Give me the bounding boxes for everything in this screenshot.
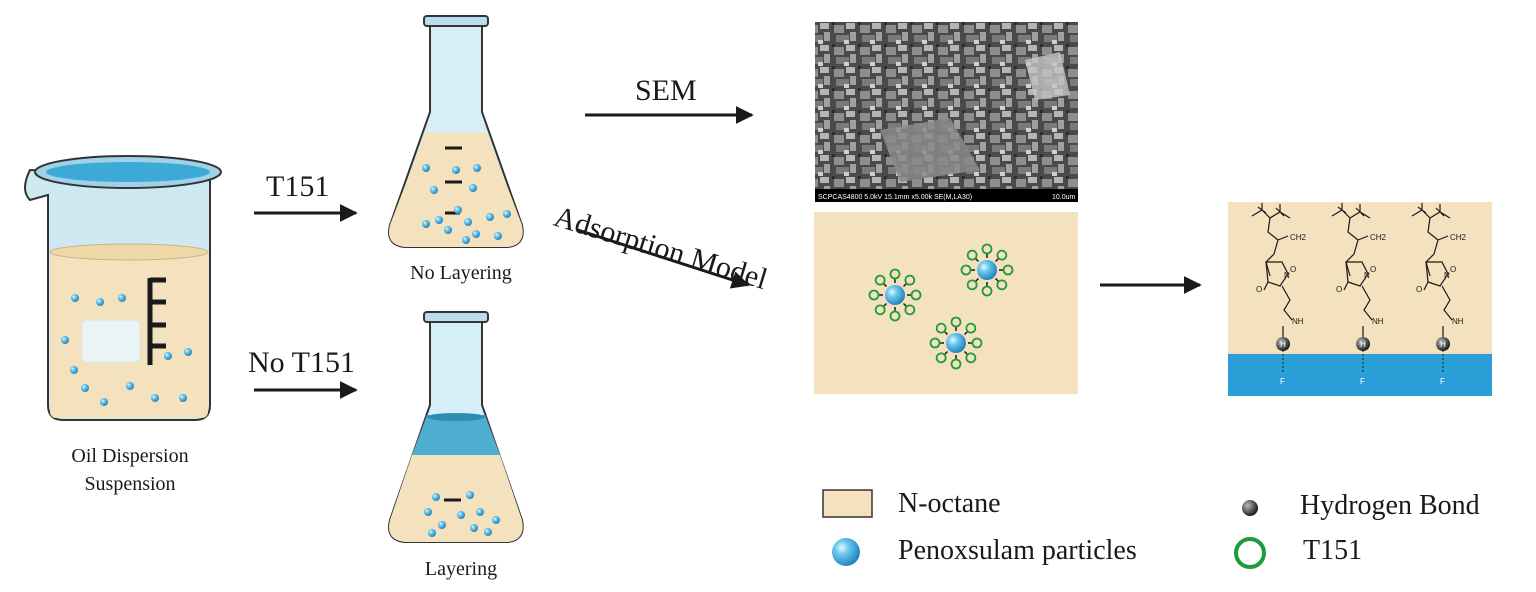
particle-cluster bbox=[868, 268, 922, 322]
t151-ring bbox=[889, 310, 901, 322]
molecule-atom-label: NH bbox=[1372, 317, 1384, 326]
beaker-particles bbox=[61, 294, 192, 406]
molecule-atom-label: NH bbox=[1452, 317, 1464, 326]
legend-n-octane-label: N-octane bbox=[898, 488, 1001, 519]
succinimide-ring bbox=[1343, 261, 1369, 291]
t151-ring bbox=[960, 264, 972, 276]
adsorption-panel bbox=[814, 212, 1078, 394]
layering-label: Layering bbox=[424, 558, 498, 580]
flask-top-particles bbox=[422, 164, 511, 244]
molecule-atom-label: CH2 bbox=[1450, 233, 1467, 242]
t151-ring bbox=[996, 249, 1008, 261]
penoxsulam-particle bbox=[977, 260, 997, 280]
t151-ring bbox=[965, 352, 977, 364]
t151-ring bbox=[950, 358, 962, 370]
molecule-atom-label: F bbox=[1360, 377, 1365, 386]
amine-chain bbox=[1361, 285, 1373, 321]
molecule-atom-label: H bbox=[1280, 340, 1286, 349]
no-t151-arrow-label: No T151 bbox=[248, 346, 355, 379]
arrow-adsorption bbox=[577, 228, 750, 289]
molecule-atom-label: H bbox=[1360, 340, 1366, 349]
hydrogen-atom bbox=[1436, 337, 1450, 351]
molecule-atom-label: N bbox=[1364, 271, 1370, 280]
molecule-atom-label: O bbox=[1416, 285, 1422, 294]
surface-layer bbox=[1228, 354, 1492, 396]
t151-ring bbox=[966, 249, 978, 261]
t151-ring bbox=[966, 279, 978, 291]
t151-ring bbox=[904, 304, 916, 316]
t151-ring bbox=[904, 274, 916, 286]
legend-penoxsulam-label: Penoxsulam particles bbox=[898, 535, 1137, 566]
molecule-atom-label: N bbox=[1284, 271, 1290, 280]
t151-ring bbox=[910, 289, 922, 301]
beaker-scale bbox=[147, 277, 166, 365]
molecule-atom-label: CH2 bbox=[1370, 233, 1387, 242]
no-layering-label: No Layering bbox=[410, 262, 512, 284]
hydrogen-atom bbox=[1276, 337, 1290, 351]
legend-t151-icon bbox=[1234, 537, 1266, 569]
sem-caption: SCPCAS4800 5.0kV 15.1mm x5.00k SE(M,LA30… bbox=[818, 194, 972, 201]
t151-ring bbox=[965, 322, 977, 334]
penoxsulam-particle bbox=[946, 333, 966, 353]
legend-penoxsulam-icon bbox=[832, 538, 860, 566]
amine-chain bbox=[1281, 285, 1293, 321]
t151-ring bbox=[996, 279, 1008, 291]
t151-ring bbox=[929, 337, 941, 349]
molecule-atom-label: H bbox=[1440, 340, 1446, 349]
beaker-label-line2: Suspension bbox=[84, 473, 176, 495]
hydrogen-atom bbox=[1356, 337, 1370, 351]
t151-ring bbox=[981, 243, 993, 255]
t151-arrow-label: T151 bbox=[266, 170, 330, 203]
beaker bbox=[24, 155, 222, 421]
molecule-atom-label: O bbox=[1370, 265, 1376, 274]
t151-ring bbox=[1002, 264, 1014, 276]
beaker-label-line1: Oil Dispersion bbox=[71, 445, 189, 467]
molecule-panel bbox=[1228, 202, 1492, 396]
sem-label: SEM bbox=[635, 74, 697, 107]
molecule-atom-label: O bbox=[1256, 285, 1262, 294]
legend bbox=[822, 489, 1266, 569]
t151-ring bbox=[935, 352, 947, 364]
flask-no-layering bbox=[388, 15, 524, 248]
legend-n-octane-swatch bbox=[822, 489, 873, 518]
molecule-atom-label: F bbox=[1280, 377, 1285, 386]
flask-bottom-particles bbox=[424, 491, 500, 537]
amine-chain bbox=[1441, 285, 1453, 321]
t151-ring bbox=[874, 274, 886, 286]
particle-cluster bbox=[929, 316, 983, 370]
particle-cluster bbox=[960, 243, 1014, 297]
molecule-atom-label: O bbox=[1290, 265, 1296, 274]
legend-hydrogen-bond-label: Hydrogen Bond bbox=[1300, 490, 1480, 521]
t151-ring bbox=[971, 337, 983, 349]
succinimide-ring bbox=[1263, 261, 1289, 291]
legend-hydrogen-bond-icon bbox=[1242, 500, 1258, 516]
molecule-atom-label: CH2 bbox=[1290, 233, 1307, 242]
molecule-atom-label: NH bbox=[1292, 317, 1304, 326]
t151-ring bbox=[935, 322, 947, 334]
t151-ring bbox=[874, 304, 886, 316]
t151-ring bbox=[889, 268, 901, 280]
sem-scale: 10.0um bbox=[1052, 194, 1076, 201]
beaker-label: Oil Dispersion Suspension bbox=[40, 442, 220, 498]
molecule-atom-label: F bbox=[1440, 377, 1445, 386]
flask-layering bbox=[388, 311, 524, 543]
molecule-atom-label: O bbox=[1336, 285, 1342, 294]
t151-ring bbox=[868, 289, 880, 301]
sem-image bbox=[815, 22, 1078, 202]
t151-ring bbox=[950, 316, 962, 328]
particle-clusters bbox=[868, 243, 1014, 370]
t151-ring bbox=[981, 285, 993, 297]
legend-t151-label: T151 bbox=[1303, 535, 1363, 566]
penoxsulam-particle bbox=[885, 285, 905, 305]
molecule-atom-label: N bbox=[1444, 271, 1450, 280]
molecule-atom-label: O bbox=[1450, 265, 1456, 274]
succinimide-ring bbox=[1423, 261, 1449, 291]
